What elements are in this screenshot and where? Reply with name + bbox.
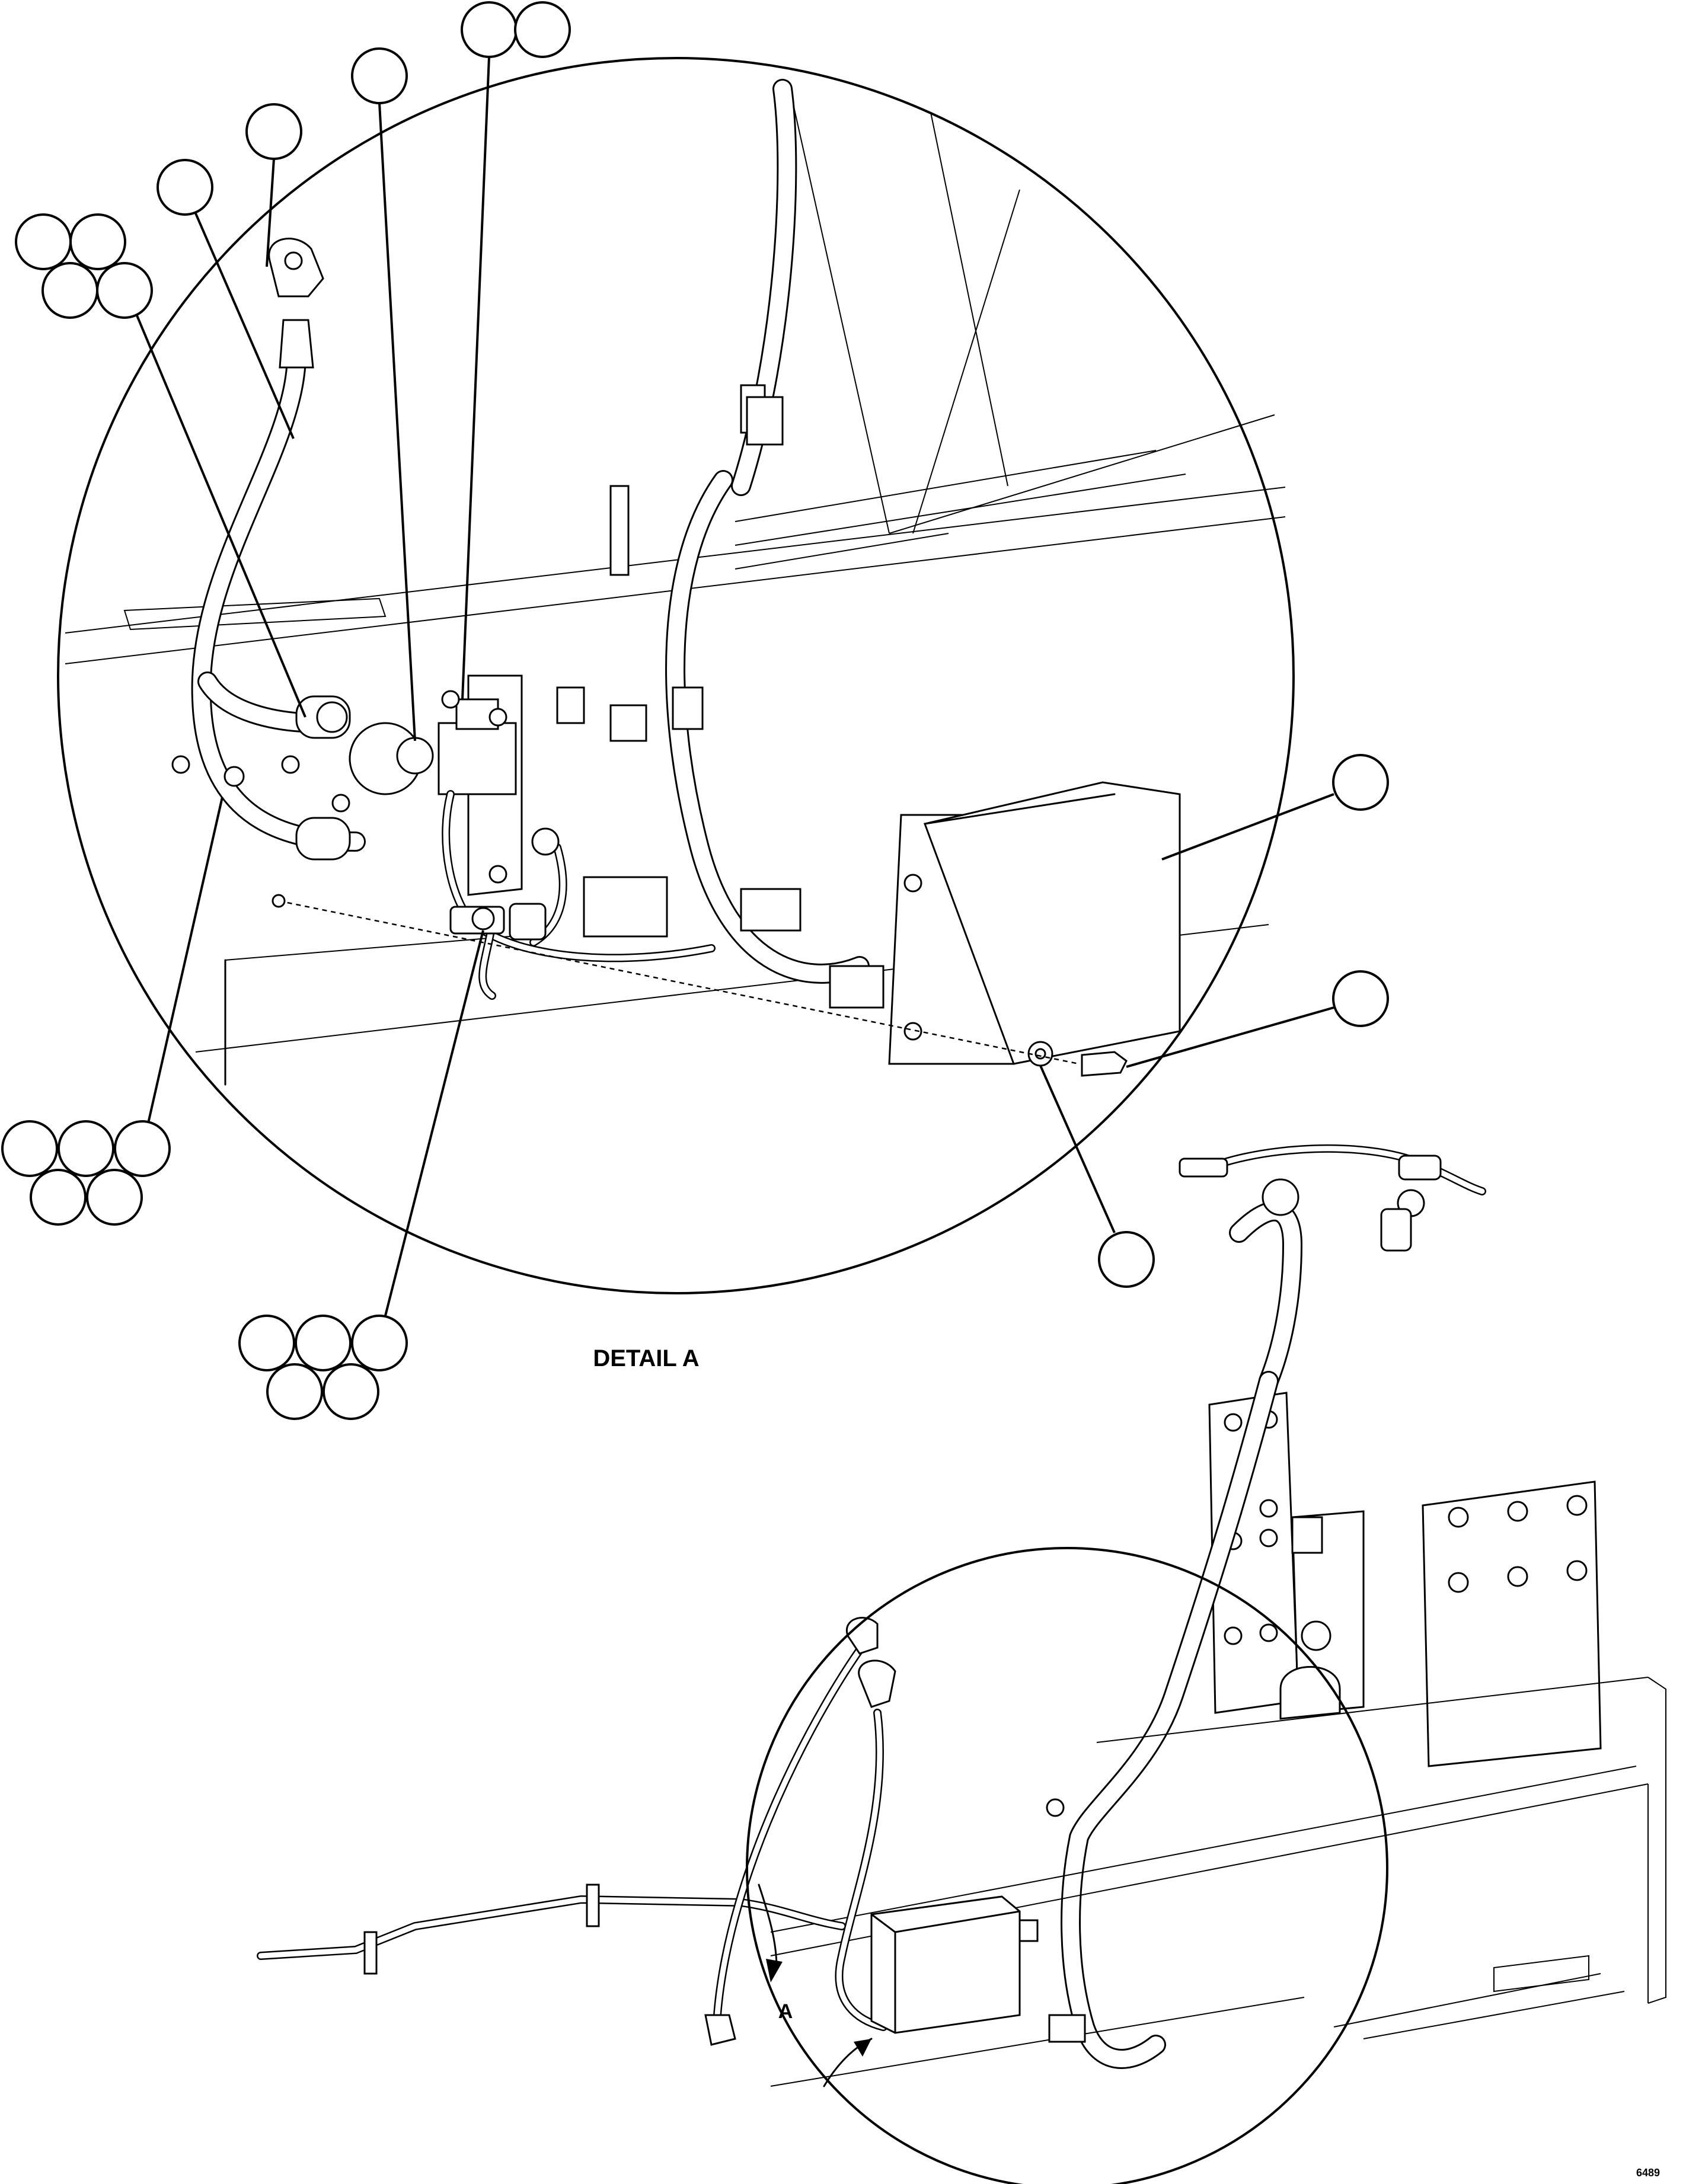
callout-balloon <box>86 1169 143 1226</box>
callout-balloon <box>58 1120 114 1177</box>
callout-balloon <box>351 1315 408 1371</box>
leader-lines <box>135 56 1334 1316</box>
connector-group <box>449 827 802 941</box>
brake-line <box>257 1884 846 1975</box>
callout-balloon <box>1332 970 1389 1027</box>
cable-clips <box>556 384 784 742</box>
sheet-code: 6489 <box>1636 2167 1660 2179</box>
detail-a-boundary-circle <box>746 1547 1388 2184</box>
control-box <box>829 781 1181 1065</box>
main-control-box <box>870 1798 1086 2043</box>
callout-balloons <box>1 1 1389 1420</box>
upper-harness <box>1179 1144 1486 1391</box>
callout-balloon <box>1332 754 1389 811</box>
mounting-bracket <box>1208 1392 1602 1767</box>
alignment-line <box>278 900 1080 1065</box>
callout-balloon <box>461 1 518 58</box>
callout-balloon <box>96 262 153 319</box>
callout-balloon <box>322 1363 379 1420</box>
callout-balloon <box>157 159 213 216</box>
callout-balloon <box>514 1 571 58</box>
callout-balloon <box>41 262 98 319</box>
callout-balloon <box>266 1363 323 1420</box>
frame-rail <box>770 1677 1666 2087</box>
callout-balloon <box>69 213 126 270</box>
bolt <box>1081 1051 1128 1077</box>
callout-balloon <box>30 1169 87 1226</box>
callout-balloon <box>1 1120 58 1177</box>
callout-balloon <box>351 47 408 104</box>
callout-balloon <box>1098 1231 1155 1288</box>
detail-a-view <box>57 57 1295 1294</box>
main-battery-cables <box>704 1617 896 2046</box>
callout-balloon <box>295 1315 352 1371</box>
callout-balloon <box>15 213 72 270</box>
ring-terminal-top <box>268 238 324 369</box>
solenoid-assembly <box>171 690 517 861</box>
mount-hole <box>272 894 286 908</box>
main-assembly-view: A <box>257 1144 1666 2184</box>
callout-balloon <box>245 103 302 160</box>
callout-balloon <box>114 1120 171 1177</box>
detail-a-caption: DETAIL A <box>593 1345 699 1371</box>
callout-balloon <box>238 1315 295 1371</box>
view-arrows <box>758 1884 873 2087</box>
view-letter-a: A <box>778 2000 793 2023</box>
washer-hole <box>1034 1048 1046 1060</box>
